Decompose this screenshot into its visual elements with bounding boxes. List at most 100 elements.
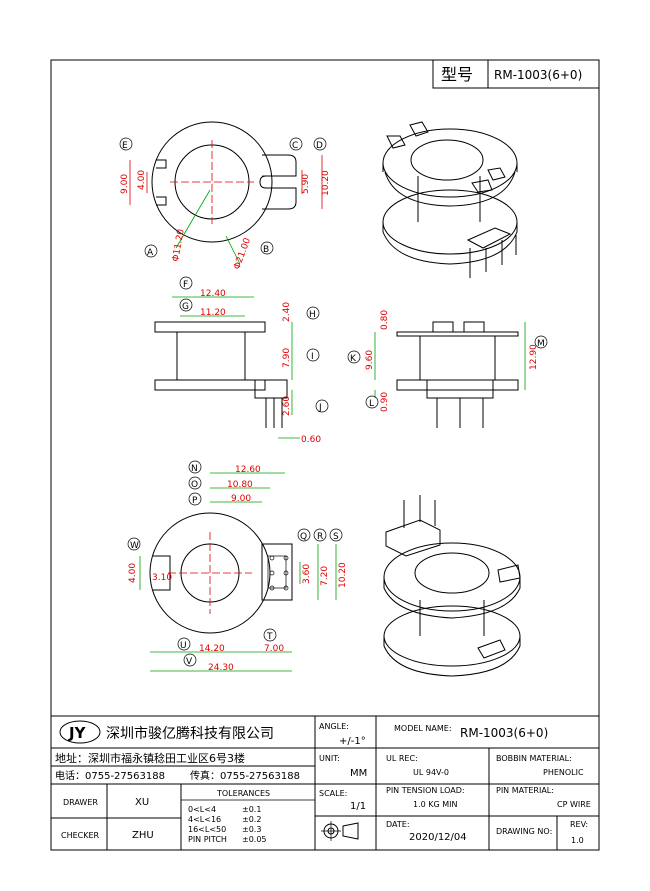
title-block: JY 深圳市骏亿腾科技有限公司 地址：深圳市福永镇稔田工业区6号3楼 电话：07… xyxy=(50,715,600,851)
angle-value: +/-1° xyxy=(339,736,366,747)
unit-label: UNIT: xyxy=(319,754,340,763)
scale-label: SCALE: xyxy=(319,789,347,798)
label-j: J xyxy=(318,403,322,413)
label-g: G xyxy=(182,302,189,312)
side-dim-12-4: 12.40 xyxy=(200,289,226,299)
label-n: N xyxy=(191,464,198,474)
drawer-name: XU xyxy=(135,797,149,808)
front-view: 0.80 9.60 0.90 12.90 K L M xyxy=(347,310,548,428)
side-view: 12.40 11.20 2.40 7.90 2.60 0.60 F G H I … xyxy=(154,276,329,445)
bottom-dim-3-1: 3.10 xyxy=(152,573,172,583)
bottom-dim-14-2: 14.20 xyxy=(199,644,225,654)
bottom-dim-12-6: 12.60 xyxy=(235,465,261,475)
top-dim-phi-21: Φ21.00 xyxy=(232,236,253,271)
model-code: RM-1003(6+0) xyxy=(494,68,582,82)
top-dim-5-9: 5.90 xyxy=(301,174,311,194)
bobbin-material-value: PHENOLIC xyxy=(543,768,584,777)
label-f: F xyxy=(183,280,188,290)
front-dim-12-9: 12.90 xyxy=(529,344,539,370)
label-c: C xyxy=(292,141,298,151)
bottom-dim-9: 9.00 xyxy=(231,494,251,504)
label-s: S xyxy=(333,532,339,542)
label-r: R xyxy=(317,532,323,542)
model-header: 型号 RM-1003(6+0) xyxy=(432,59,600,89)
drawing-no-label: DRAWING NO: xyxy=(496,827,552,836)
company-address: 地址：深圳市福永镇稔田工业区6号3楼 xyxy=(55,751,245,765)
bottom-dim-10-8: 10.80 xyxy=(227,480,253,490)
bottom-dim-24-3: 24.30 xyxy=(208,663,234,673)
ul-rec-value: UL 94V-0 xyxy=(413,768,449,777)
top-view: 9.00 4.00 5.90 10.20 Φ11.20 Φ21.00 E C D… xyxy=(119,121,331,271)
label-e: E xyxy=(122,141,128,151)
tolerance-range-4: PIN PITCH xyxy=(188,835,227,844)
pin-tension-value: 1.0 KG MIN xyxy=(413,800,458,809)
label-d: D xyxy=(316,141,323,151)
company-logo: JY xyxy=(68,724,87,742)
top-dim-4: 4.00 xyxy=(137,170,147,190)
label-o: O xyxy=(191,480,198,490)
tolerance-value-3: ±0.3 xyxy=(242,825,261,834)
isometric-view-bottom xyxy=(383,495,521,677)
bottom-view: 12.60 10.80 9.00 4.00 3.10 3.60 7.20 10.… xyxy=(127,460,348,673)
tolerances-label: TOLERANCES xyxy=(216,789,270,798)
label-i: I xyxy=(311,352,314,362)
checker-name: ZHU xyxy=(132,830,154,841)
rev-value: 1.0 xyxy=(571,836,584,845)
projection-symbol-icon xyxy=(321,821,359,841)
side-dim-7-9: 7.90 xyxy=(282,348,292,368)
label-k: K xyxy=(350,354,357,364)
top-dim-9: 9.00 xyxy=(120,174,130,194)
scale-value: 1/1 xyxy=(350,801,366,812)
label-p: P xyxy=(192,496,198,506)
angle-label: ANGLE: xyxy=(319,722,349,731)
rev-label: REV: xyxy=(570,820,588,829)
bottom-dim-10-2: 10.20 xyxy=(338,562,348,588)
bottom-dim-3-6: 3.60 xyxy=(302,564,312,584)
top-dim-phi-11-2: Φ11.20 xyxy=(171,228,187,262)
label-u: U xyxy=(180,641,187,651)
label-a: A xyxy=(147,248,154,258)
label-q: Q xyxy=(300,532,307,542)
front-dim-0-9: 0.90 xyxy=(380,392,390,412)
ul-rec-label: UL REC: xyxy=(386,754,418,763)
date-value: 2020/12/04 xyxy=(409,832,467,843)
pin-tension-label: PIN TENSION LOAD: xyxy=(386,786,465,795)
tolerance-value-1: ±0.1 xyxy=(242,805,261,814)
label-t: T xyxy=(266,632,273,642)
tolerance-value-4: ±0.05 xyxy=(242,835,267,844)
pin-material-value: CP WIRE xyxy=(557,800,591,809)
checker-label: CHECKER xyxy=(61,831,100,840)
tolerance-range-2: 4<L<16 xyxy=(188,815,221,824)
label-h: H xyxy=(309,310,316,320)
side-dim-2-6: 2.60 xyxy=(282,396,292,416)
side-dim-11-2: 11.20 xyxy=(200,308,226,318)
bottom-dim-4: 4.00 xyxy=(128,563,138,583)
label-m: M xyxy=(537,339,545,349)
label-l: L xyxy=(369,399,374,409)
bottom-dim-7-2: 7.20 xyxy=(320,566,330,586)
unit-value: MM xyxy=(350,768,367,779)
label-b: B xyxy=(263,245,269,255)
tolerance-range-3: 16<L<50 xyxy=(188,825,226,834)
drawer-label: DRAWER xyxy=(63,798,98,807)
tolerance-range-1: 0<L<4 xyxy=(188,805,216,814)
isometric-view-top xyxy=(382,121,518,278)
tolerance-value-2: ±0.2 xyxy=(242,815,261,824)
side-dim-0-6: 0.60 xyxy=(301,435,321,445)
bobbin-material-label: BOBBIN MATERIAL: xyxy=(496,754,572,763)
label-v: V xyxy=(186,657,193,667)
model-name-label: MODEL NAME: xyxy=(394,724,452,733)
date-label: DATE: xyxy=(386,820,410,829)
front-dim-0-8: 0.80 xyxy=(380,310,390,330)
bottom-dim-7: 7.00 xyxy=(264,644,284,654)
label-w: W xyxy=(130,541,139,551)
side-dim-2-4: 2.40 xyxy=(282,302,292,322)
type-label: 型号 xyxy=(441,65,473,84)
top-dim-10-2: 10.20 xyxy=(321,170,331,196)
company-fax: 传真：0755-27563188 xyxy=(190,769,300,782)
company-phone: 电话：0755-27563188 xyxy=(55,769,165,782)
pin-material-label: PIN MATERIAL: xyxy=(496,786,554,795)
model-name-value: RM-1003(6+0) xyxy=(460,726,548,740)
front-dim-9-6: 9.60 xyxy=(365,350,375,370)
